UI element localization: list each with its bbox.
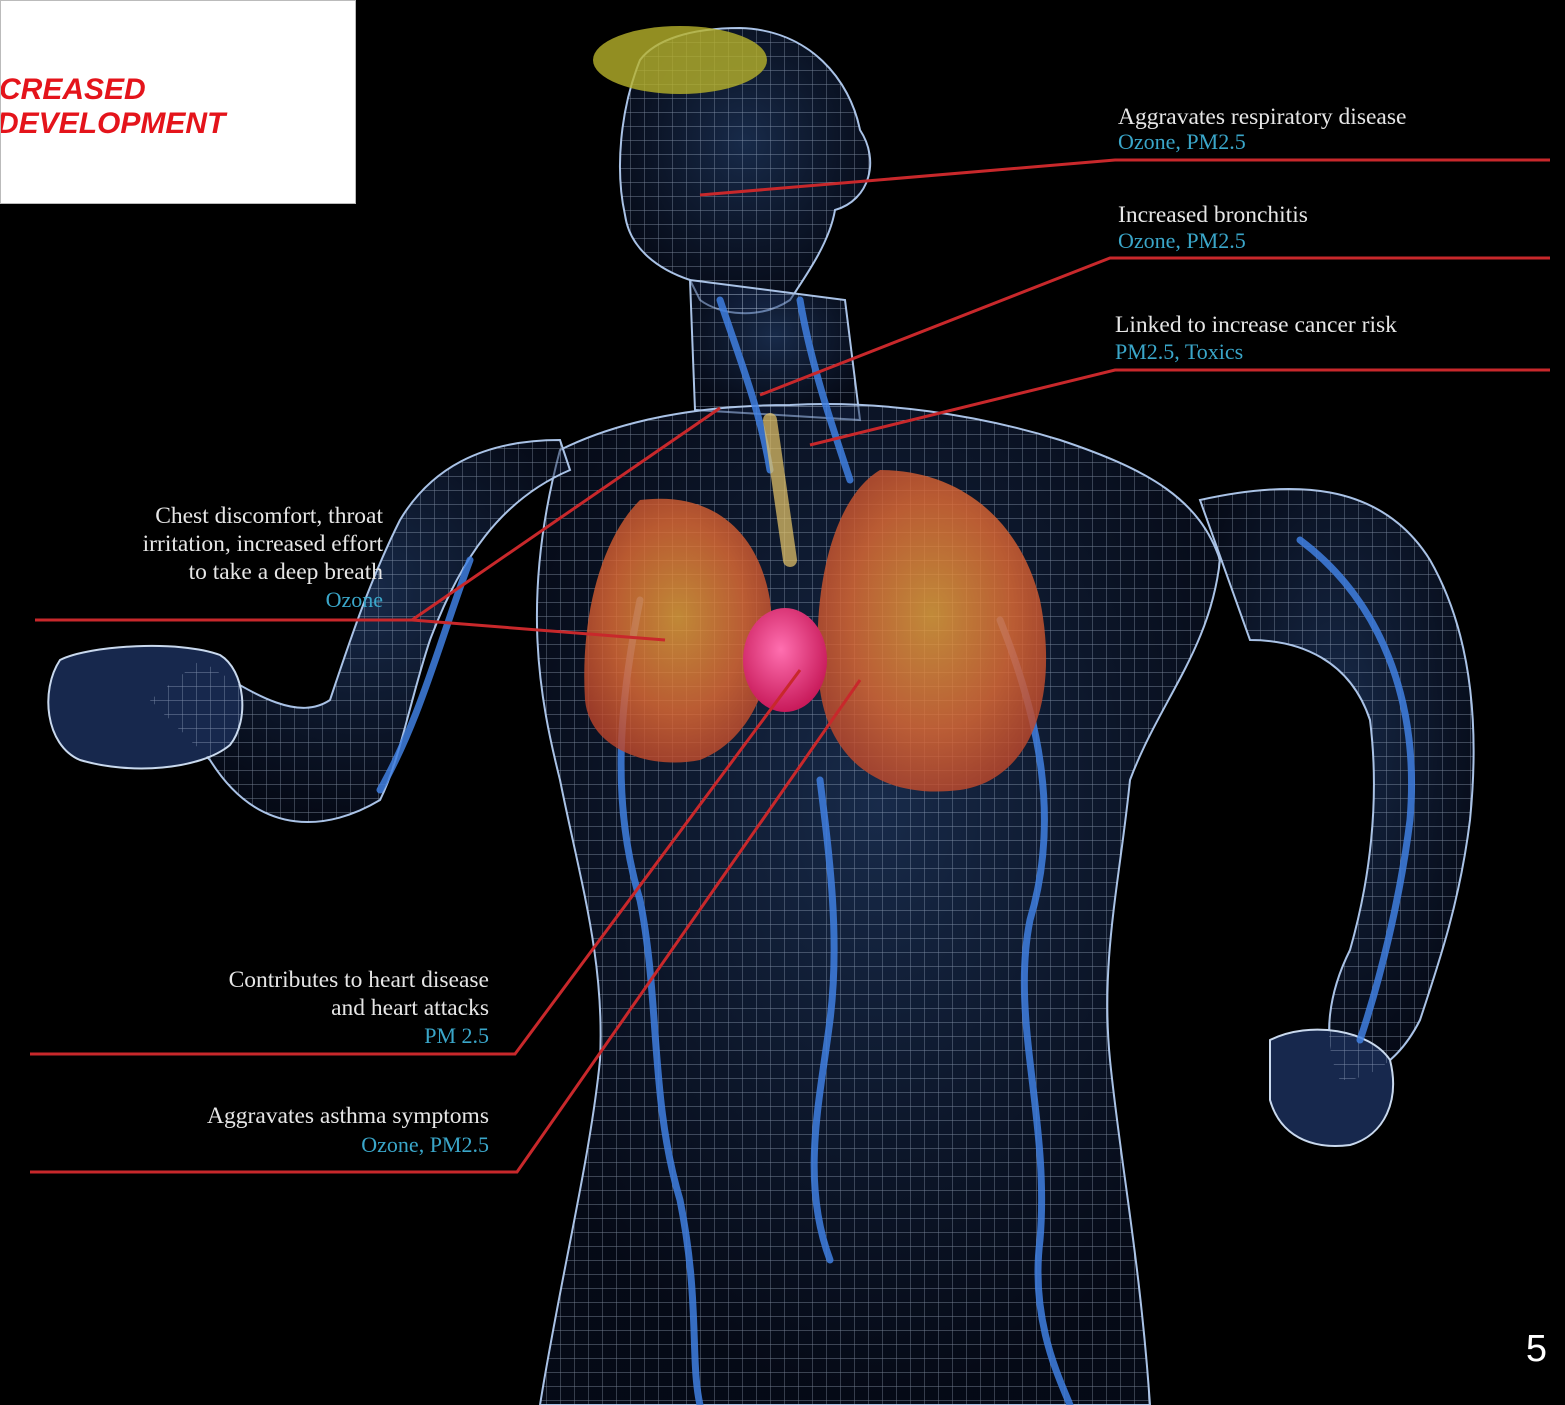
callout-asthma-pollutants: Ozone, PM2.5	[361, 1132, 489, 1158]
callout-bronchitis-pollutants: Ozone, PM2.5	[1118, 228, 1246, 254]
callout-cancer-effect: Linked to increase cancer risk	[1115, 311, 1397, 339]
callout-chest-line-2: irritation, increased effort	[143, 530, 383, 558]
note-line-1: CREASED	[0, 73, 146, 107]
note-line-2: DEVELOPMENT	[0, 107, 225, 141]
callout-chest-line-3: to take a deep breath	[189, 558, 383, 586]
callout-chest-line-1: Chest discomfort, throat	[155, 502, 383, 530]
callout-heart-line-2: and heart attacks	[331, 994, 489, 1022]
callout-respiratory-effect: Aggravates respiratory disease	[1118, 103, 1406, 131]
callout-heart-line-1: Contributes to heart disease	[229, 966, 489, 994]
note-box: CREASED DEVELOPMENT	[0, 0, 356, 204]
callout-respiratory-pollutants: Ozone, PM2.5	[1118, 129, 1246, 155]
callout-asthma-effect: Aggravates asthma symptoms	[207, 1102, 489, 1130]
wireframe-figure	[48, 26, 1473, 1405]
callout-chest-pollutants: Ozone	[326, 587, 383, 613]
heart	[743, 608, 827, 712]
page-number: 5	[1526, 1328, 1547, 1371]
callout-heart-pollutants: PM 2.5	[424, 1023, 489, 1049]
callout-bronchitis-effect: Increased bronchitis	[1118, 201, 1308, 229]
callout-cancer-pollutants: PM2.5, Toxics	[1115, 339, 1243, 365]
mesh-overlay	[150, 28, 1474, 1405]
brain-highlight	[593, 26, 767, 94]
